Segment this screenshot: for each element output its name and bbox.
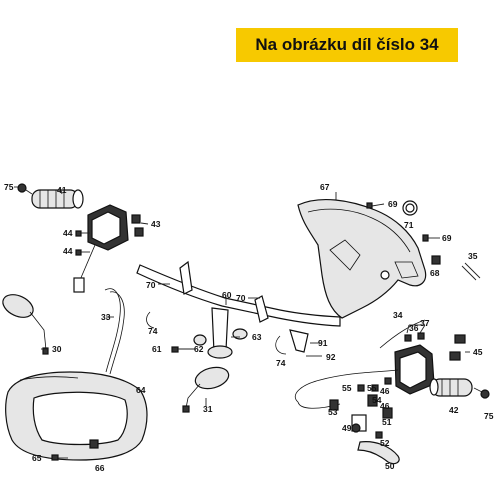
part-number-label: 31 <box>203 404 213 414</box>
brake-lever-part <box>357 441 400 465</box>
cable-part <box>104 288 121 373</box>
part-number-label: 71 <box>404 220 414 230</box>
left-switch-part <box>73 204 144 293</box>
part-number-label: 61 <box>152 344 162 354</box>
right-mirror-part <box>182 366 230 413</box>
part-number-label: 67 <box>320 182 330 192</box>
screw-part <box>75 249 90 256</box>
part-number-label: 36 <box>409 323 419 333</box>
part-number-label: 70 <box>146 280 156 290</box>
part-number-label: 33 <box>101 312 111 322</box>
screw-part <box>375 431 383 439</box>
cable-part <box>379 319 426 349</box>
left-grip-part <box>31 189 84 209</box>
bracket-part <box>289 329 309 353</box>
right-grip-part <box>429 378 473 397</box>
part-number-label: 66 <box>95 463 105 473</box>
screw-part <box>404 334 412 342</box>
part-number-label: 52 <box>380 438 390 448</box>
clip-part <box>275 335 287 355</box>
part-number-label: 55 <box>367 383 377 393</box>
part-number-label: 65 <box>32 453 42 463</box>
nut-part <box>351 423 361 433</box>
part-number-label: 55 <box>342 383 352 393</box>
part-number-label: 46 <box>380 401 390 411</box>
screw-part <box>366 202 385 209</box>
part-number-label: 51 <box>382 417 392 427</box>
inner-cover-part <box>297 198 427 319</box>
part-number-label: 44 <box>63 246 73 256</box>
part-number-label: 53 <box>328 407 338 417</box>
screw-part <box>75 230 90 237</box>
part-number-label: 68 <box>430 268 440 278</box>
bolt-part <box>171 334 207 353</box>
leader-lines <box>14 186 470 406</box>
screw-part <box>422 234 440 242</box>
bolt-part <box>17 183 33 195</box>
part-number-banner: Na obrázku díl číslo 34 <box>236 28 458 62</box>
part-number-label: 60 <box>222 290 232 300</box>
nut-part <box>89 439 99 449</box>
cable-part <box>294 369 399 403</box>
clip-part <box>146 311 155 329</box>
part-number-label: 37 <box>420 318 430 328</box>
part-labels: 75 41 43 44 44 67 69 71 69 68 35 70 70 60 33 74 74 30 61 62… <box>4 182 494 473</box>
part-number-label: 62 <box>194 344 204 354</box>
part-number-label: 69 <box>442 233 452 243</box>
part-number-label: 42 <box>449 405 459 415</box>
part-number-label: 35 <box>468 251 478 261</box>
part-number-label: 34 <box>393 310 403 320</box>
part-number-label: 45 <box>473 347 483 357</box>
part-number-label: 49 <box>342 423 352 433</box>
clamp-part <box>232 328 248 340</box>
part-number-label: 54 <box>372 395 382 405</box>
part-number-label: 74 <box>148 326 158 336</box>
left-mirror-part <box>2 294 49 355</box>
part-number-label: 43 <box>151 219 161 229</box>
part-number-label: 63 <box>252 332 262 342</box>
bolt-part <box>473 387 490 399</box>
nut-part <box>431 255 441 265</box>
part-number-label: 92 <box>326 352 336 362</box>
part-number-label: 46 <box>380 386 390 396</box>
part-number-label: 70 <box>236 293 246 303</box>
part-number-label: 50 <box>385 461 395 471</box>
handlebar-part <box>136 260 341 359</box>
screw-part <box>417 332 425 340</box>
part-number-label: 69 <box>388 199 398 209</box>
front-cover-part <box>5 371 148 461</box>
part-number-label: 74 <box>276 358 286 368</box>
screw-part <box>51 454 68 461</box>
part-number-label: 41 <box>57 185 67 195</box>
part-number-label: 30 <box>52 344 62 354</box>
part-number-label: 91 <box>318 338 328 348</box>
screw-part <box>461 262 481 281</box>
part-number-label: 75 <box>484 411 494 421</box>
part-number-label: 64 <box>136 385 146 395</box>
right-switch-part <box>394 334 466 395</box>
part-number-label: 75 <box>4 182 14 192</box>
part-number-label: 44 <box>63 228 73 238</box>
